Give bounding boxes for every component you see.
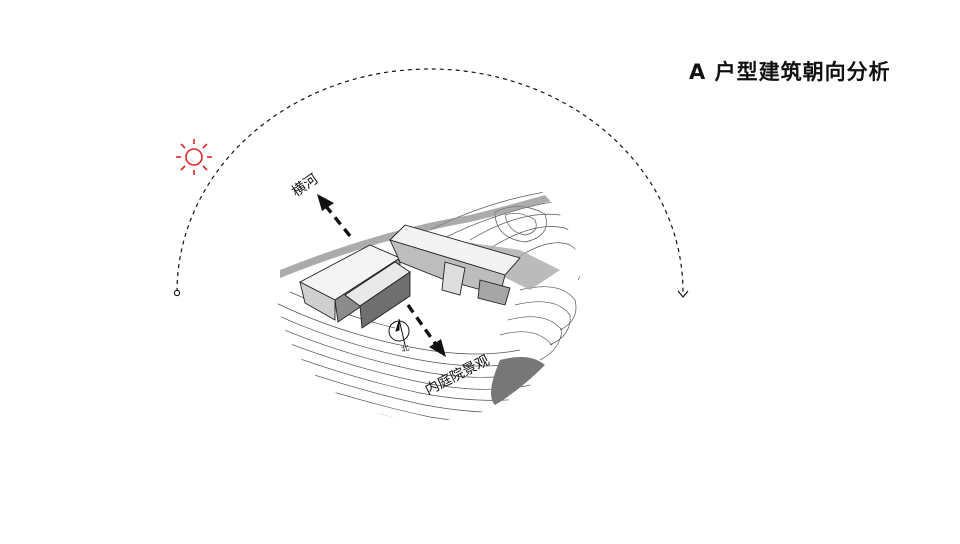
courtyard-view-arrow bbox=[406, 304, 446, 357]
river-band bbox=[280, 185, 580, 278]
north-mark-label: 北 bbox=[400, 343, 410, 354]
sunrise-point bbox=[173, 289, 181, 297]
site-illustration: 北 bbox=[276, 185, 580, 421]
sun-icon bbox=[176, 139, 212, 175]
sunset-arrowhead bbox=[677, 290, 689, 298]
building-model bbox=[299, 224, 521, 329]
river-view-arrow bbox=[317, 194, 352, 238]
courtyard-label: 内庭院景观 bbox=[422, 352, 492, 399]
terrain-shadow bbox=[491, 356, 545, 405]
river-label: 横河 bbox=[289, 171, 321, 200]
north-arrow-icon bbox=[388, 318, 410, 346]
page-title: A 户型建筑朝向分析 bbox=[689, 60, 891, 84]
